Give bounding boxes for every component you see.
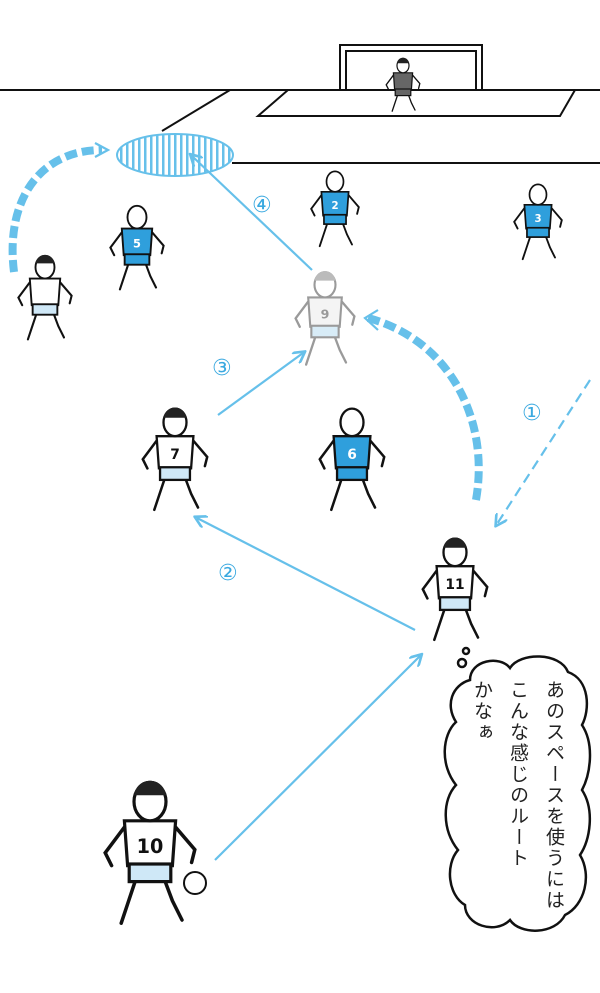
jersey-number: 2 (331, 201, 338, 212)
ball (183, 871, 207, 895)
route-3-label: ③ (212, 356, 232, 381)
thought-bubble (443, 646, 592, 932)
jersey-number: 10 (137, 835, 164, 858)
thought-line-2: こんな感じのルート (507, 680, 529, 869)
penalty-box-side (161, 89, 231, 132)
routes (8, 146, 591, 861)
player-defender-3: 3 (513, 183, 563, 261)
jersey-number: 6 (347, 447, 357, 463)
route-labels: ① ② ③ ④ (212, 193, 542, 586)
route-4-arrow (192, 156, 313, 271)
player-attacker-left (17, 254, 73, 341)
route-2-label: ② (218, 561, 238, 586)
pitch-lines (0, 44, 600, 164)
jersey-number: 7 (170, 447, 180, 463)
run-arrow-curve (366, 314, 483, 501)
goal-frame (339, 44, 483, 90)
jersey-number: 3 (534, 214, 541, 225)
player-ghost-9: 9 (294, 271, 356, 366)
player-attacker-11: 11 (421, 537, 489, 642)
jersey-number: 5 (133, 237, 141, 251)
player-defender-6: 6 (318, 407, 386, 512)
route-1-label: ① (522, 401, 542, 426)
run-arrow-left (8, 146, 103, 273)
jersey-number: 11 (445, 577, 464, 593)
route-2-arrow (197, 518, 416, 631)
goalkeeper (385, 57, 421, 112)
player-defender-5: 5 (109, 204, 165, 291)
goal-area (255, 89, 576, 117)
thought-line-1: あのスペースを使うには (543, 680, 565, 911)
route-3-arrow (217, 353, 303, 416)
run-arrow-left-head (94, 142, 111, 158)
thought-line-3: かなぁ (471, 680, 493, 743)
run-arrow-head (363, 309, 379, 331)
player-attacker-7: 7 (141, 407, 209, 512)
route-4-label: ④ (252, 193, 272, 218)
route-1-arrow (497, 379, 591, 524)
thought-text: あのスペースを使うには こんな感じのルート かなぁ (452, 680, 572, 920)
open-space-zone (116, 133, 234, 177)
pass-arrow (214, 656, 420, 861)
jersey-number: 9 (321, 306, 330, 321)
player-attacker-10: 10 (103, 780, 197, 925)
player-defender-2: 2 (310, 170, 360, 248)
